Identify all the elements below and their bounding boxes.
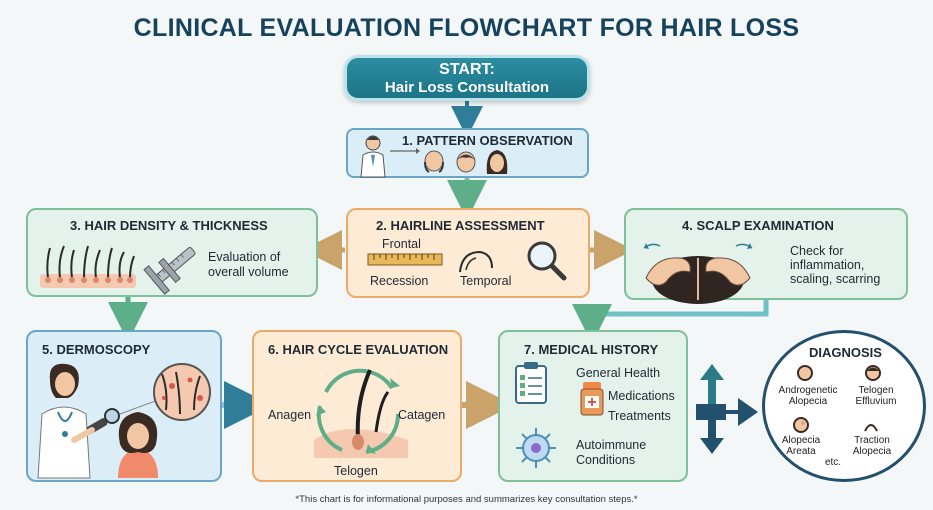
diagnosis-item-1: Androgenetic Alopecia — [773, 385, 843, 407]
step2-label-frontal: Frontal — [382, 237, 421, 251]
step2-hairline-assessment: 2. HAIRLINE ASSESSMENT Frontal Recession… — [346, 208, 590, 298]
step3-hair-density: 3. HAIR DENSITY & THICKNESS Evaluation o… — [26, 208, 318, 297]
step7-item-treatments: Treatments — [608, 409, 671, 423]
step5-dermoscopy: 5. DERMOSCOPY — [26, 330, 222, 482]
step6-hair-cycle: 6. HAIR CYCLE EVALUATION Anagen Catagen … — [252, 330, 462, 482]
caliper-icon — [143, 247, 196, 295]
ruler-icon — [367, 253, 443, 266]
diagnosis-item-4-line2: Alopecia — [852, 446, 892, 457]
step3-text-1: Evaluation of — [208, 250, 281, 264]
step7-item-medications: Medications — [608, 389, 675, 403]
step7-item-autoimmune: Autoimmune — [576, 438, 647, 452]
temporal-head-icon — [459, 250, 493, 273]
woman-head-icon — [486, 150, 508, 174]
step3-title: 3. HAIR DENSITY & THICKNESS — [70, 218, 268, 233]
hair-cycle-icon — [314, 368, 408, 458]
diagnosis-item-2-line2: Effluvium — [855, 396, 897, 407]
branch-arrows — [696, 364, 758, 454]
diagnosis-item-4: Traction Alopecia — [839, 435, 905, 457]
footnote: *This chart is for informational purpose… — [295, 494, 638, 505]
diagnosis-circle: DIAGNOSIS Androgenetic Alopecia Telogen … — [762, 330, 926, 482]
step7-item-general-health: General Health — [576, 366, 661, 380]
thinning-head-icon — [456, 151, 476, 173]
step3-text-2: overall volume — [208, 265, 289, 279]
step2-label-recession: Recession — [370, 274, 429, 288]
diagnosis-item-1-line1: Androgenetic — [778, 385, 838, 396]
step4-text-1: Check for — [790, 244, 844, 258]
step5-title: 5. DERMOSCOPY — [42, 342, 151, 357]
step7-item-conditions: Conditions — [576, 453, 636, 467]
pointer-line — [390, 148, 420, 154]
virus-icon — [516, 428, 556, 468]
head-icon-1 — [797, 365, 813, 381]
head-icon-2 — [865, 365, 881, 381]
diagnosis-item-1-line2: Alopecia — [788, 396, 828, 407]
head-icon-3 — [793, 417, 809, 433]
start-node: START: Hair Loss Consultation — [344, 55, 590, 101]
clipboard-icon — [515, 362, 547, 404]
head-icon-4 — [864, 424, 878, 432]
diagnosis-item-2: Telogen Effluvium — [845, 385, 907, 407]
step1-title: 1. PATTERN OBSERVATION — [402, 133, 573, 148]
step6-title: 6. HAIR CYCLE EVALUATION — [268, 342, 449, 357]
diagnosis-etc: etc. — [824, 457, 842, 468]
start-line2: Hair Loss Consultation — [384, 79, 550, 96]
diagnosis-item-2-line1: Telogen — [858, 385, 894, 396]
pill-bottle-icon — [580, 382, 604, 416]
start-line1: START: — [439, 61, 495, 78]
step2-title: 2. HAIRLINE ASSESSMENT — [376, 218, 545, 233]
step6-phase-catagen: Catagen — [398, 408, 446, 422]
step6-phase-anagen: Anagen — [268, 408, 312, 422]
diagnosis-item-3-line2: Areata — [786, 446, 816, 457]
hair-follicles-icon — [40, 245, 136, 288]
diagnosis-item-3: Alopecia Areata — [771, 435, 831, 457]
step4-text-3: scaling, scarring — [790, 272, 881, 286]
diagnosis-title: DIAGNOSIS — [809, 345, 882, 360]
magnifier-icon — [527, 241, 567, 281]
step4-text-2: inflammation, — [790, 258, 865, 272]
page-title: CLINICAL EVALUATION FLOWCHART FOR HAIR L… — [133, 14, 800, 42]
arrow-step4-to-step7 — [572, 300, 769, 344]
bald-head-icon — [424, 150, 444, 173]
step7-title: 7. MEDICAL HISTORY — [524, 342, 659, 357]
step4-title: 4. SCALP EXAMINATION — [682, 218, 834, 233]
step2-label-temporal: Temporal — [460, 274, 512, 288]
step4-scalp-examination: 4. SCALP EXAMINATION Check for inflammat… — [624, 208, 908, 304]
diagnosis-item-4-line1: Traction — [854, 435, 890, 446]
doctor-icon — [360, 135, 386, 178]
step7-medical-history: 7. MEDICAL HISTORY General Health Medica… — [498, 330, 688, 482]
step6-phase-telogen: Telogen — [334, 464, 378, 478]
diagnosis-item-3-line1: Alopecia — [781, 435, 821, 446]
dermoscopy-scene-icon — [37, 363, 211, 479]
step1-pattern-observation: 1. PATTERN OBSERVATION — [346, 128, 589, 178]
hands-on-scalp-icon — [643, 243, 753, 304]
